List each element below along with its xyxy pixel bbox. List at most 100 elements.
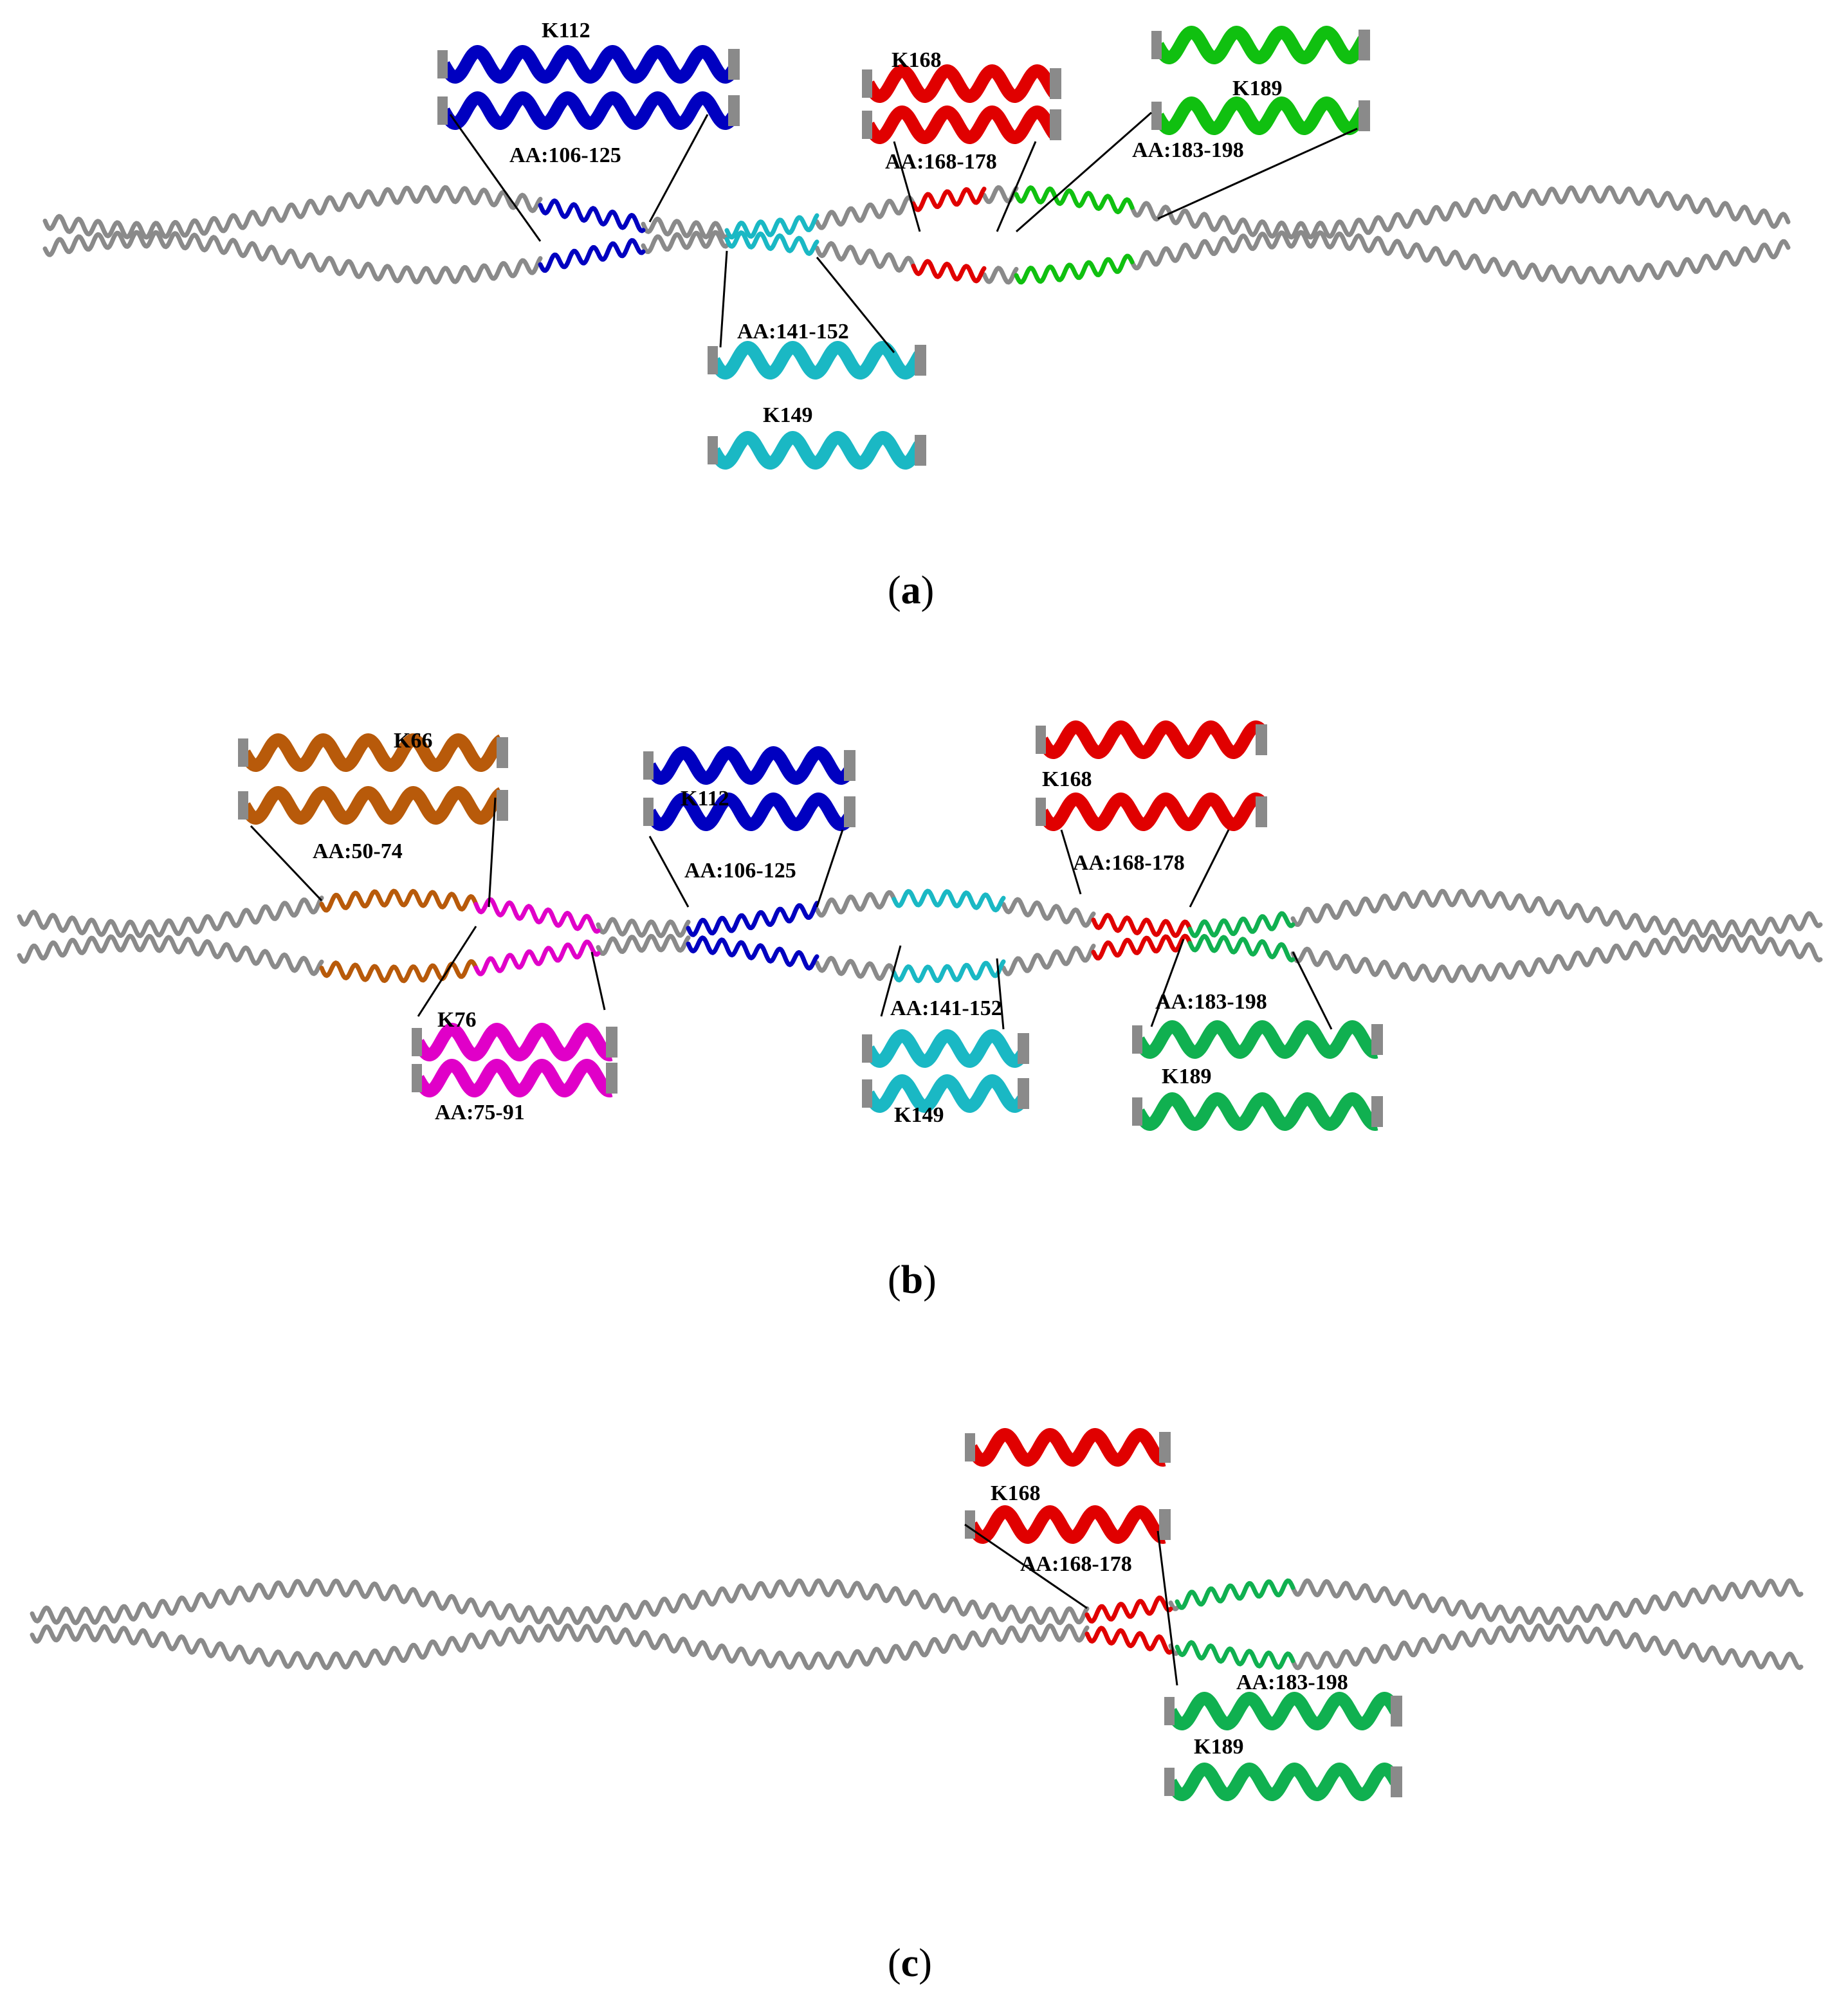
panel-b-backbone-top-4 [1001,897,1096,928]
panel-a-cyan-segment-top [724,213,819,240]
panel-a-green-inset-bottom [1151,96,1370,135]
panel-a-blue-connector-left [449,114,542,242]
panel-a-green-inset-top [1151,26,1370,64]
panel-a-backbone-bottom-end [1130,230,1791,285]
panel-b-cyan-connector-right [996,958,1005,1030]
panel-c-green-segment-top [1175,1578,1295,1610]
panel-b-cyan-segment-top [892,888,1006,913]
panel-b-magenta-inset-bottom [412,1059,618,1097]
panel-b-cyan-inset-top [862,1029,1029,1068]
panel-b-green-inset-top [1132,1020,1383,1059]
panel-a-cyan-site-label: K149 [763,403,812,427]
panel-b-magenta-range-label: AA:75-91 [435,1101,525,1124]
panel-b-green-site-label: K189 [1162,1065,1211,1088]
panel-a-blue-segment-bottom [538,238,646,273]
panel-a-green-range-label: AA:183-198 [1132,138,1244,162]
panel-a-green-segment-bottom [1014,253,1135,285]
panel-b-brown-connector-right [488,797,497,908]
panel-b-blue-inset-bottom [643,793,855,831]
panel-b-blue-connector-left [648,836,690,908]
panel-a-red-inset-top [862,64,1061,103]
panel-b-backbone-top-end [1290,888,1823,939]
panel-a-backbone-bottom-2 [814,241,916,273]
panel-b-blue-range-label: AA:106-125 [684,859,796,883]
panel-c-green-inset-bottom [1164,1763,1402,1801]
panel-a-backbone-top-2 [814,195,916,230]
panel-a-green-segment-top [1014,185,1135,214]
panel-c-green-site-label: K189 [1194,1735,1243,1759]
panel-b-blue-segment-top [686,901,819,937]
panel-c-red-segment-top [1084,1595,1173,1624]
panel-a-blue-site-label: K112 [542,19,590,42]
panel-b-cyan-range-label: AA:141-152 [890,996,1002,1020]
panel-a-cyan-range-label: AA:141-152 [737,320,849,344]
panel-a-red-segment-bottom [911,259,987,284]
panel-b-brown-segment-top [319,888,479,913]
panel-c-green-segment-bottom [1175,1640,1295,1670]
panel-a-red-inset-bottom [862,105,1061,144]
panel-b-brown-range-label: AA:50-74 [313,839,403,863]
panel-b-red-connector-right [1189,829,1230,908]
panel-b-cyan-segment-bottom [892,959,1006,984]
panel-a-cyan-inset-bottom [708,431,926,470]
panel-b-blue-segment-bottom [686,935,819,971]
panel-b-brown-segment-bottom [319,959,479,984]
panel-b-red-range-label: AA:168-178 [1073,851,1185,875]
panel-a-green-connector-left [1016,111,1152,233]
panel-b-green-segment-top [1187,911,1295,939]
panel-b-backbone-bottom-2 [596,933,691,956]
panel-c-backbone-top-0 [30,1578,1090,1626]
panel-a-backbone-top-0 [42,185,543,240]
panel-c [30,1428,1804,1801]
panel-c-red-connector-right [1157,1530,1178,1686]
panel-b-blue-inset-top [643,746,855,785]
panel-b-brown-site-label: K66 [394,729,432,753]
panel-a-blue-segment-top [538,198,646,234]
panel-b-backbone-bottom-4 [1001,944,1096,976]
panel-c-red-site-label: K168 [991,1481,1040,1505]
panel-b-magenta-segment-bottom [473,939,601,976]
panel-a-green-connector-right [1157,127,1358,220]
panel-a-cyan-inset-top [708,341,926,380]
panel-b-blue-connector-right [816,829,844,908]
panel-c-backbone-top-1 [1168,1600,1180,1611]
panel-b-green-connector-left [1150,939,1185,1027]
panel-c-red-connector-left [964,1523,1088,1609]
panel-c-green-range-label: AA:183-198 [1236,1671,1348,1694]
panel-a-red-connector-right [996,141,1037,232]
panel-b-backbone-bottom-0 [17,933,324,976]
panel-b-cyan-site-label: K149 [894,1103,944,1127]
panel-b-brown-inset-top [238,733,508,772]
panel-c-red-segment-bottom [1084,1626,1173,1655]
panel-b-backbone-bottom-end [1290,933,1823,984]
panel-a-backbone-bottom-1 [641,230,729,254]
panel-a-backbone-top-1 [641,216,729,240]
panel-c-backbone-bottom-0 [30,1623,1090,1671]
panel-b-magenta-connector-right [590,951,606,1011]
panel-b-cyan-inset-bottom [862,1074,1029,1113]
panel-a-red-connector-left [893,141,921,232]
panel-a-red-range-label: AA:168-178 [885,150,997,174]
panel-c-backbone-bottom-end [1290,1623,1804,1671]
panel-c-red-inset-bottom [965,1505,1171,1544]
panel-a-green-site-label: K189 [1232,77,1282,100]
panel-a-backbone-top-end [1130,185,1791,240]
panel-b-magenta-connector-left [417,926,477,1017]
panel-b-green-segment-bottom [1187,933,1295,963]
panel-a-blue-inset-bottom [437,91,740,130]
panel-b-green-connector-right [1292,951,1333,1030]
panel-b-red-site-label: K168 [1042,767,1092,791]
panel-b-red-connector-left [1060,829,1082,895]
panel-a-caption: (a) [888,569,934,612]
panel-b-magenta-site-label: K76 [437,1008,476,1032]
panel-b-backbone-bottom-3 [814,955,897,981]
panel-b-backbone-top-0 [17,895,324,939]
panel-c-red-range-label: AA:168-178 [1020,1552,1132,1576]
panel-b-red-segment-bottom [1091,933,1193,961]
panel-a-red-site-label: K168 [892,48,941,72]
panel-b [17,720,1823,1131]
panel-b-backbone-top-3 [814,890,897,918]
panel-c-backbone-top-end [1290,1578,1804,1626]
panel-b-red-inset-bottom [1036,793,1267,831]
